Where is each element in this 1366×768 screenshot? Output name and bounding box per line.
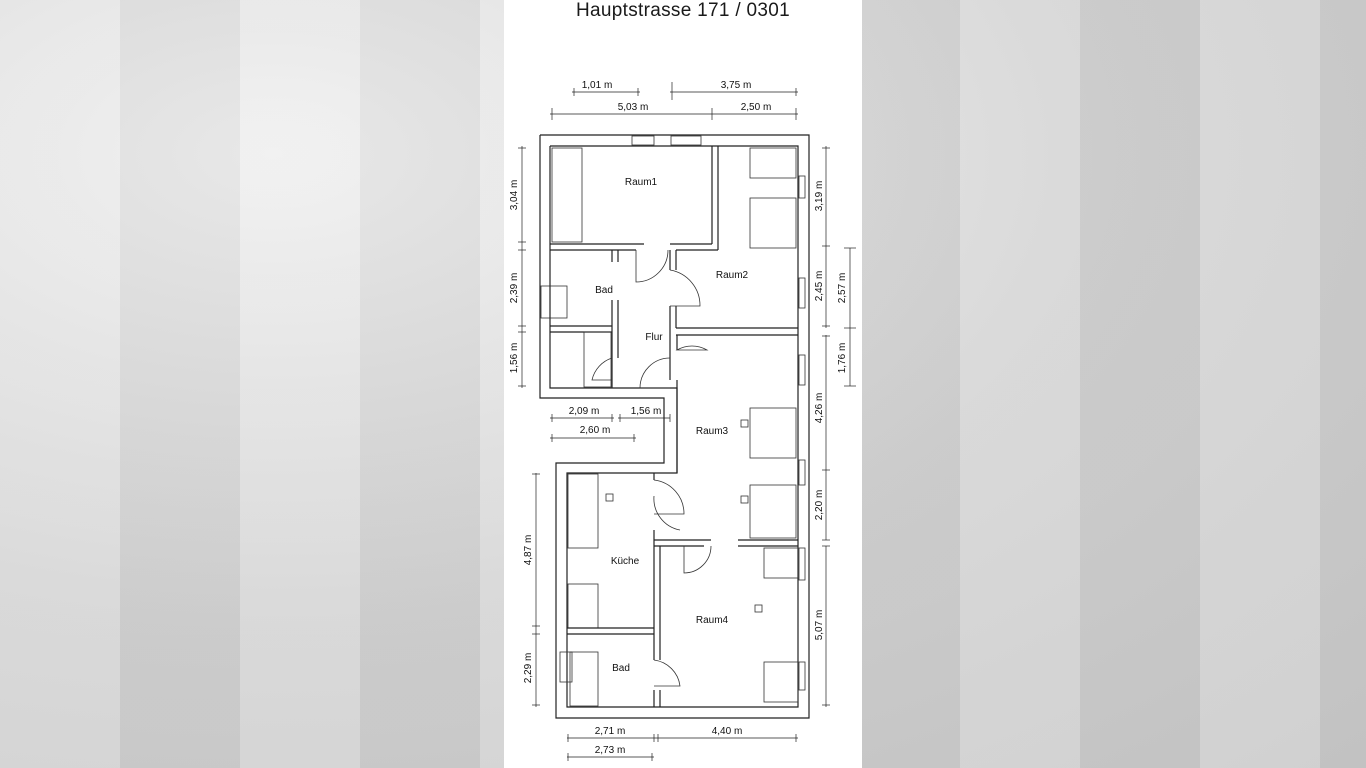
door-swing [635,249,669,283]
kitchen-counter [567,473,599,549]
dim-label: 1,56 m [631,406,662,417]
window [798,175,806,199]
door-swing [591,357,613,381]
furniture [749,407,797,459]
furniture [749,197,797,249]
inner-wall-outline [549,145,799,708]
furniture [749,484,797,539]
chimney [605,493,614,502]
room-label-raum3: Raum3 [696,426,729,437]
chimney [740,419,749,428]
door-swing [683,545,712,574]
dim-label: 1,56 m [509,343,520,374]
dim-label: 5,03 m [618,102,649,113]
bathtub [540,285,568,319]
dim-label: 2,29 m [523,653,534,684]
dim-label: 2,39 m [509,273,520,304]
room-label-bad-top: Bad [595,285,613,296]
door-swing [653,659,681,687]
door-swing [669,269,701,307]
dim-label: 2,20 m [814,490,825,521]
fixture [559,651,573,683]
bathtub [569,651,599,707]
outer-wall [539,134,810,719]
chimney [740,495,749,504]
dim-label: 4,40 m [712,726,743,737]
dim-label: 5,07 m [814,610,825,641]
dim-label: 2,57 m [837,273,848,304]
room-label-flur: Flur [645,332,663,343]
door-swing [675,345,709,351]
dim-label: 2,45 m [814,271,825,302]
room-label-raum1: Raum1 [625,177,658,188]
dim-label: 3,19 m [814,181,825,212]
kitchen-counter [567,583,599,629]
floor-plan-sheet: Hauptstrasse 171 / 0301 [504,0,862,768]
dim-label: 1,76 m [837,343,848,374]
dim-label: 3,04 m [509,180,520,211]
dim-label: 3,75 m [721,80,752,91]
dim-label: 2,71 m [595,726,626,737]
window [798,661,806,691]
furniture [551,147,583,243]
room-label-bad-bottom: Bad [612,663,630,674]
dimension-lines [518,82,856,761]
room-label-raum2: Raum2 [716,270,749,281]
room-label-kueche: Küche [611,556,640,567]
window [798,277,806,309]
room-label-raum4: Raum4 [696,615,729,626]
furniture [763,547,799,579]
plan-title: Hauptstrasse 171 / 0301 [576,0,790,21]
dim-label: 2,09 m [569,406,600,417]
window [798,354,806,386]
dim-label: 4,87 m [523,535,534,566]
dim-label: 1,01 m [582,80,613,91]
window [798,459,806,486]
window [798,547,806,581]
dim-label: 2,50 m [741,102,772,113]
fixture [583,331,612,388]
door-swing [653,495,681,531]
dim-label: 2,60 m [580,425,611,436]
door-swing [653,479,685,515]
door-swing [639,357,671,389]
floor-plan-drawing: Raum1 Raum2 Bad Flur Raum3 Küche Raum4 B… [509,80,856,761]
window [670,135,702,146]
furniture [763,661,799,703]
dim-label: 4,26 m [814,393,825,424]
chimney [754,604,763,613]
window [631,135,655,146]
dim-label: 2,73 m [595,745,626,756]
furniture [749,147,797,179]
